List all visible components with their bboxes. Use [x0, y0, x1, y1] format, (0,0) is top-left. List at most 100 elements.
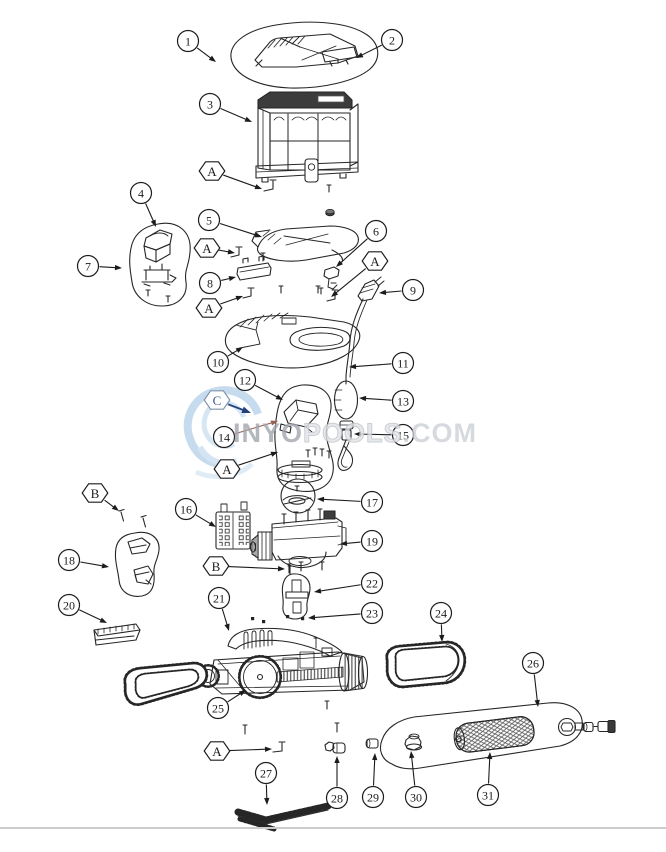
svg-text:22: 22	[366, 577, 378, 591]
svg-text:A: A	[207, 164, 217, 179]
svg-text:17: 17	[366, 496, 378, 510]
callout-10: 10	[206, 347, 243, 374]
part-filter-basket	[255, 91, 359, 183]
callout-1: 1	[176, 29, 216, 62]
callout-22: 22	[314, 571, 384, 595]
page-bottom-edge	[0, 827, 666, 829]
callout-b: B	[81, 483, 119, 511]
part-latch-clip	[318, 266, 340, 295]
svg-text:5: 5	[206, 214, 212, 228]
callout-30: 30	[404, 751, 428, 809]
callout-5: 5	[197, 208, 262, 238]
callout-6: 6	[336, 219, 388, 267]
svg-text:21: 21	[213, 592, 225, 606]
callout-a: A	[203, 741, 272, 761]
callout-24: 24	[429, 601, 453, 642]
svg-text:23: 23	[366, 607, 378, 621]
svg-text:31: 31	[482, 789, 494, 803]
callout-16: 16	[174, 497, 216, 527]
part-cap-29	[365, 738, 379, 749]
svg-text:14: 14	[218, 431, 230, 445]
svg-text:24: 24	[435, 607, 447, 621]
svg-text:27: 27	[260, 767, 272, 781]
svg-text:A: A	[212, 744, 222, 759]
callout-19: 19	[340, 529, 384, 553]
callout-9: 9	[379, 278, 425, 302]
callout-3: 3	[198, 92, 252, 122]
svg-text:A: A	[204, 301, 214, 316]
callout-11: 11	[349, 351, 415, 375]
part-clips-blob	[114, 531, 160, 597]
callout-14: 14	[212, 420, 278, 449]
callout-15: 15	[354, 423, 415, 447]
callout-8: 8	[198, 271, 236, 295]
callout-17: 17	[317, 490, 384, 514]
svg-text:4: 4	[138, 187, 144, 201]
svg-text:A: A	[222, 462, 232, 477]
callout-23: 23	[308, 601, 384, 625]
svg-text:15: 15	[397, 429, 409, 443]
callout-29: 29	[361, 753, 385, 809]
svg-text:A: A	[202, 241, 212, 256]
part-toothed-strip	[234, 802, 332, 832]
svg-text:12: 12	[239, 374, 251, 388]
callout-a: A	[198, 161, 262, 190]
part-top-cover	[230, 21, 379, 89]
callout-4: 4	[129, 181, 156, 227]
callout-12: 12	[233, 368, 283, 400]
svg-text:18: 18	[63, 554, 75, 568]
callout-26: 26	[521, 651, 545, 707]
callout-a: A	[331, 251, 389, 297]
svg-text:C: C	[213, 393, 222, 408]
svg-text:11: 11	[397, 357, 409, 371]
part-impeller	[280, 478, 316, 514]
callout-2: 2	[356, 28, 404, 58]
svg-text:A: A	[370, 254, 380, 269]
callout-25: 25	[206, 690, 246, 720]
part-track-left	[123, 661, 209, 706]
callout-28: 28	[325, 756, 349, 810]
callout-27: 27	[254, 761, 278, 805]
svg-text:10: 10	[212, 356, 224, 370]
svg-text:B: B	[91, 486, 100, 501]
svg-text:8: 8	[207, 277, 213, 291]
part-cable-float	[333, 380, 359, 471]
svg-text:B: B	[212, 559, 221, 574]
part-handle-latch-group	[129, 222, 191, 307]
svg-text:29: 29	[367, 791, 379, 805]
screw-pins	[118, 179, 340, 753]
svg-text:3: 3	[207, 98, 213, 112]
part-track-right	[385, 640, 467, 689]
part-bracket-blob	[274, 384, 334, 492]
callout-31: 31	[476, 752, 500, 807]
part-bolt-28	[324, 741, 346, 754]
callout-7: 7	[76, 254, 122, 278]
part-squeegee	[93, 623, 141, 646]
part-vent-plate	[215, 501, 251, 550]
callout-13: 13	[359, 389, 415, 413]
svg-text:2: 2	[389, 34, 395, 48]
svg-text:25: 25	[212, 702, 224, 716]
part-small-bracket-blob	[281, 573, 311, 620]
callout-18: 18	[57, 548, 109, 572]
svg-text:20: 20	[63, 599, 75, 613]
callout-b: B	[202, 556, 285, 576]
svg-text:30: 30	[410, 791, 422, 805]
svg-text:26: 26	[527, 657, 539, 671]
callout-c: C	[203, 390, 251, 413]
svg-text:6: 6	[373, 225, 379, 239]
svg-text:16: 16	[180, 503, 192, 517]
callout-a: A	[193, 238, 235, 258]
part-motor-block	[249, 508, 347, 575]
callout-a: A	[213, 451, 278, 479]
part-handle-cover	[251, 184, 359, 263]
svg-text:19: 19	[366, 535, 378, 549]
svg-text:1: 1	[185, 35, 191, 49]
part-body-shell	[224, 312, 361, 369]
part-power-cord	[345, 276, 385, 385]
svg-text:13: 13	[397, 395, 409, 409]
callout-a: A	[195, 295, 243, 318]
